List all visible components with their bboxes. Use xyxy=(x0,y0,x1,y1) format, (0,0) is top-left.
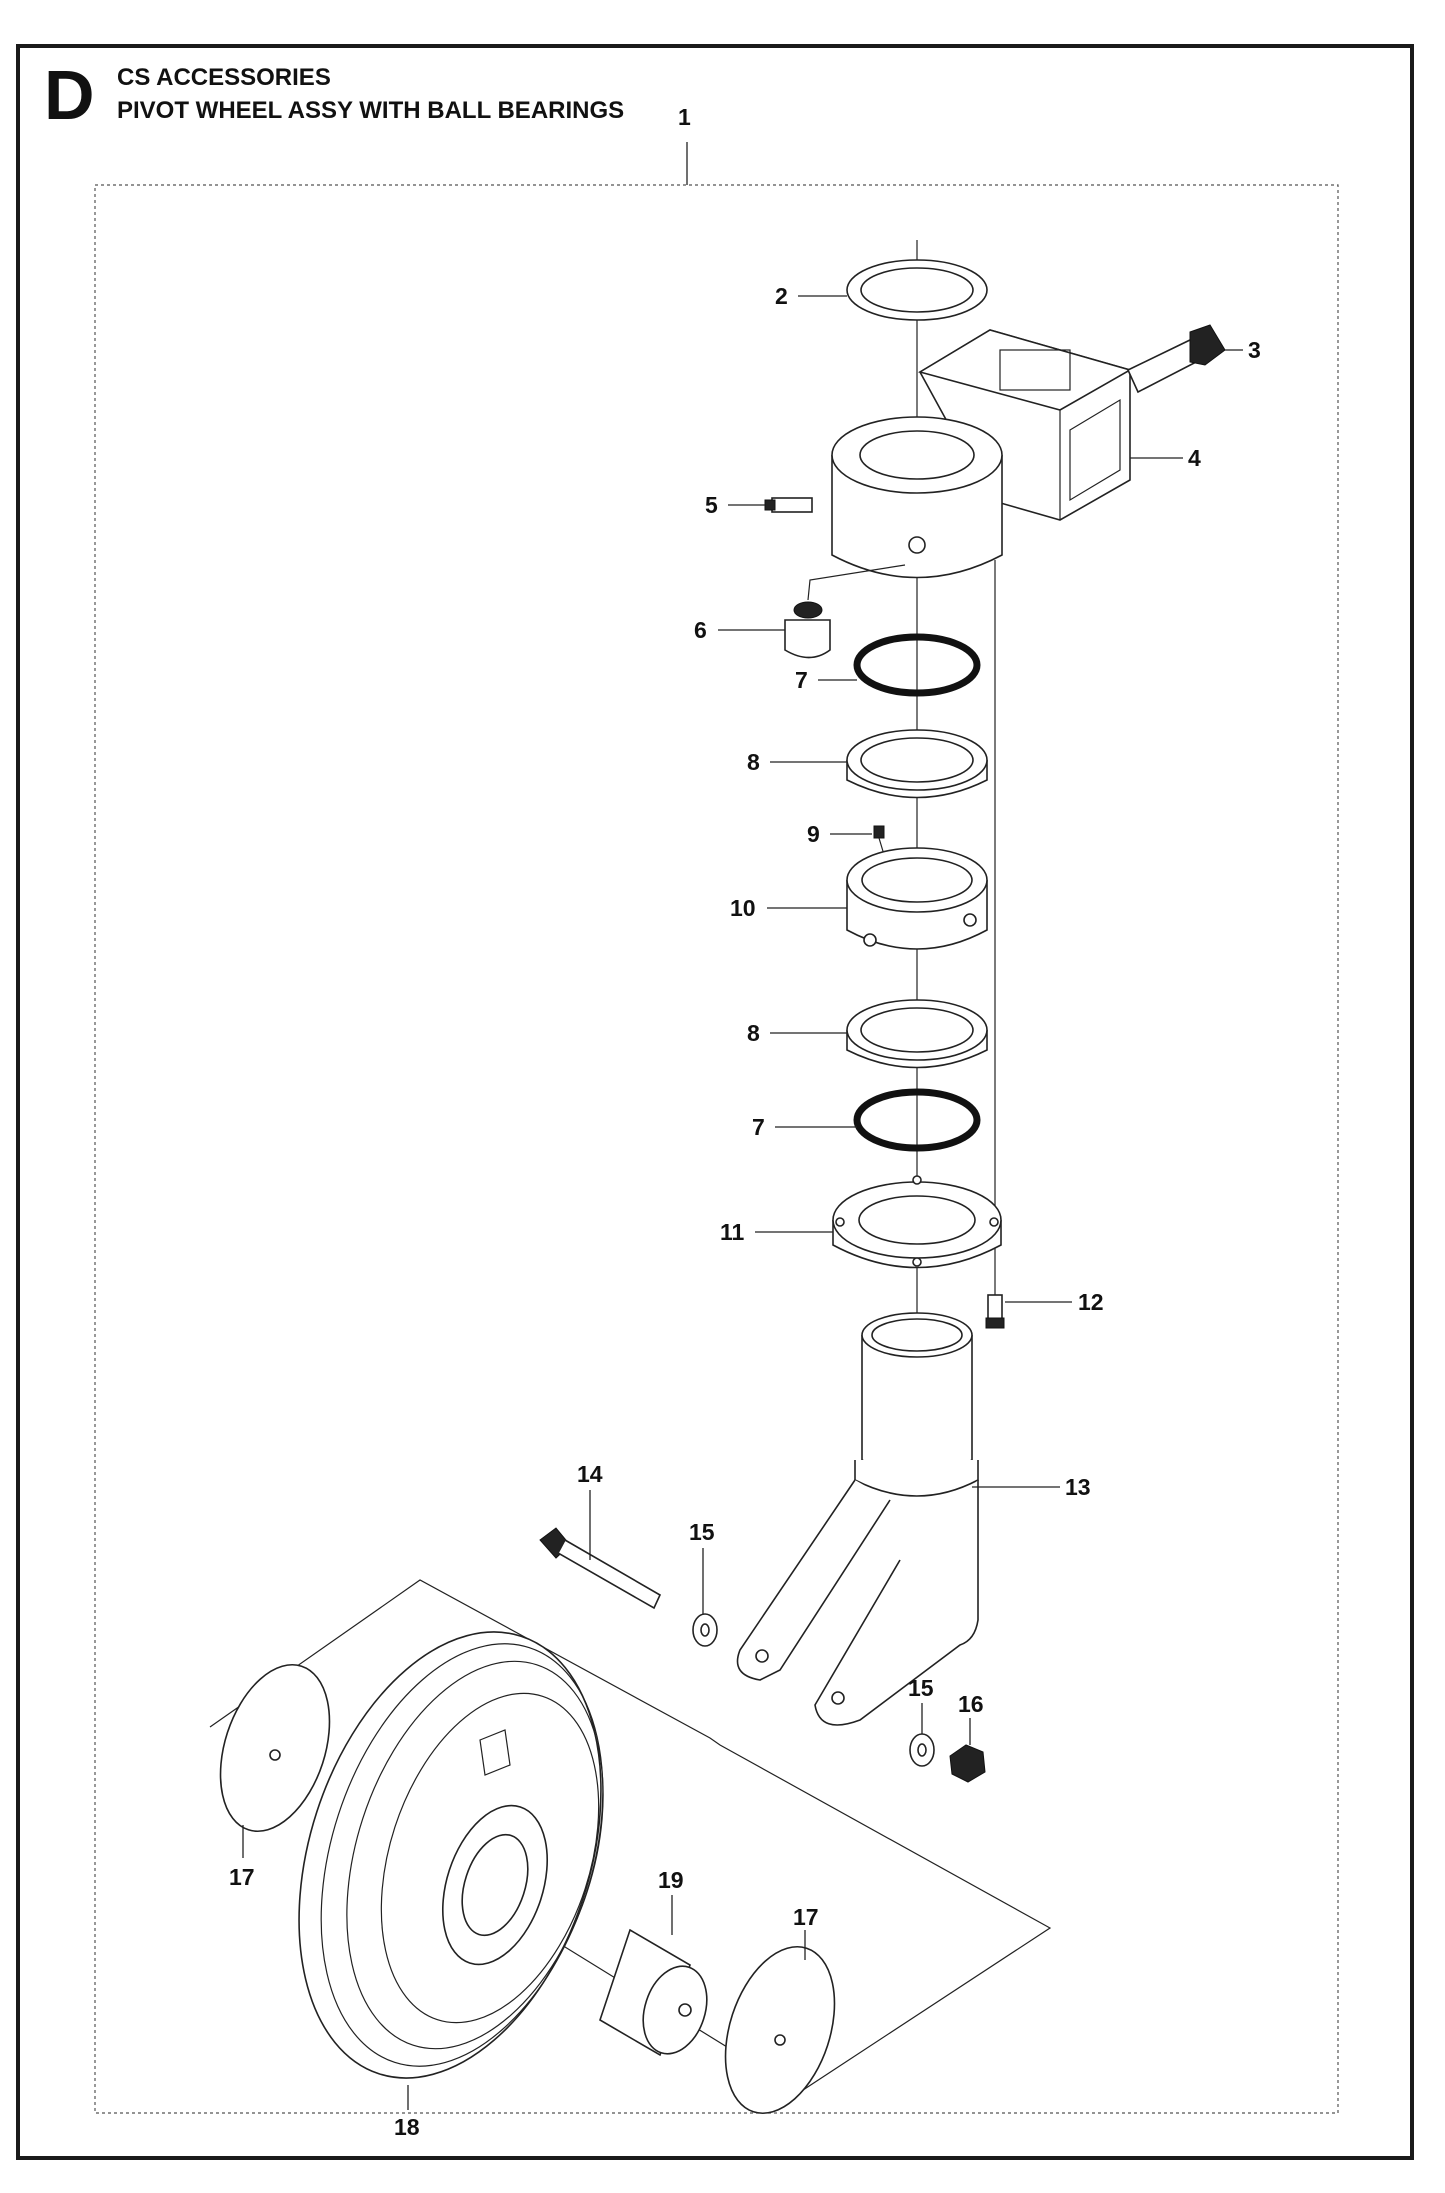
callout-5: 5 xyxy=(705,492,718,518)
part-15-washer-right xyxy=(909,1733,935,1767)
callout-17a: 17 xyxy=(229,1864,255,1890)
part-13-fork xyxy=(736,1312,979,1726)
callout-4: 4 xyxy=(1188,445,1201,471)
callout-18: 18 xyxy=(394,2114,420,2140)
callout-13: 13 xyxy=(1065,1474,1091,1500)
callout-16: 16 xyxy=(958,1691,984,1717)
callout-15b: 15 xyxy=(908,1675,934,1701)
part-19-sleeve xyxy=(599,1928,708,2057)
part-3-bolt xyxy=(1126,324,1226,394)
part-11-flange xyxy=(832,1175,1002,1269)
callout-8b: 8 xyxy=(747,1020,760,1046)
part-18-wheel xyxy=(298,1631,604,2079)
part-7-seal-upper xyxy=(853,633,981,697)
callout-11: 11 xyxy=(720,1219,745,1245)
callout-10: 10 xyxy=(730,895,756,921)
callout-7b: 7 xyxy=(752,1114,765,1140)
callout-19: 19 xyxy=(658,1867,684,1893)
part-17-disc-left xyxy=(219,1663,331,1833)
part-17-disc-right xyxy=(724,1945,836,2115)
callout-9: 9 xyxy=(807,821,820,847)
callout-2: 2 xyxy=(775,283,788,309)
callout-12: 12 xyxy=(1078,1289,1104,1315)
page-frame xyxy=(16,44,1414,2160)
part-8-bearing-upper xyxy=(846,729,988,799)
section-letter: D xyxy=(44,56,95,134)
part-5-grease-nipple xyxy=(764,497,813,513)
part-4-housing xyxy=(831,329,1133,579)
callout-1: 1 xyxy=(678,104,691,130)
part-14-long-bolt xyxy=(539,1527,662,1610)
part-16-nut xyxy=(949,1744,986,1783)
part-12-screw xyxy=(985,1294,1005,1329)
callout-15a: 15 xyxy=(689,1519,715,1545)
callout-14: 14 xyxy=(577,1461,603,1487)
diagram-subtitle: PIVOT WHEEL ASSY WITH BALL BEARINGS xyxy=(117,97,625,124)
part-2-seal-ring xyxy=(846,259,988,321)
part-7-seal-lower xyxy=(853,1088,981,1152)
callout-3: 3 xyxy=(1248,337,1261,363)
part-15-washer-left xyxy=(692,1613,718,1647)
diagram-title: CS ACCESSORIES xyxy=(117,64,331,91)
part-10-spacer-ring xyxy=(846,847,988,950)
callout-7a: 7 xyxy=(795,667,808,693)
callout-17b: 17 xyxy=(793,1904,819,1930)
part-8-bearing-lower xyxy=(846,999,988,1069)
callout-6: 6 xyxy=(694,617,707,643)
part-6-plug xyxy=(784,564,906,659)
assembly-boundary xyxy=(94,184,1339,2114)
callout-8a: 8 xyxy=(747,749,760,775)
